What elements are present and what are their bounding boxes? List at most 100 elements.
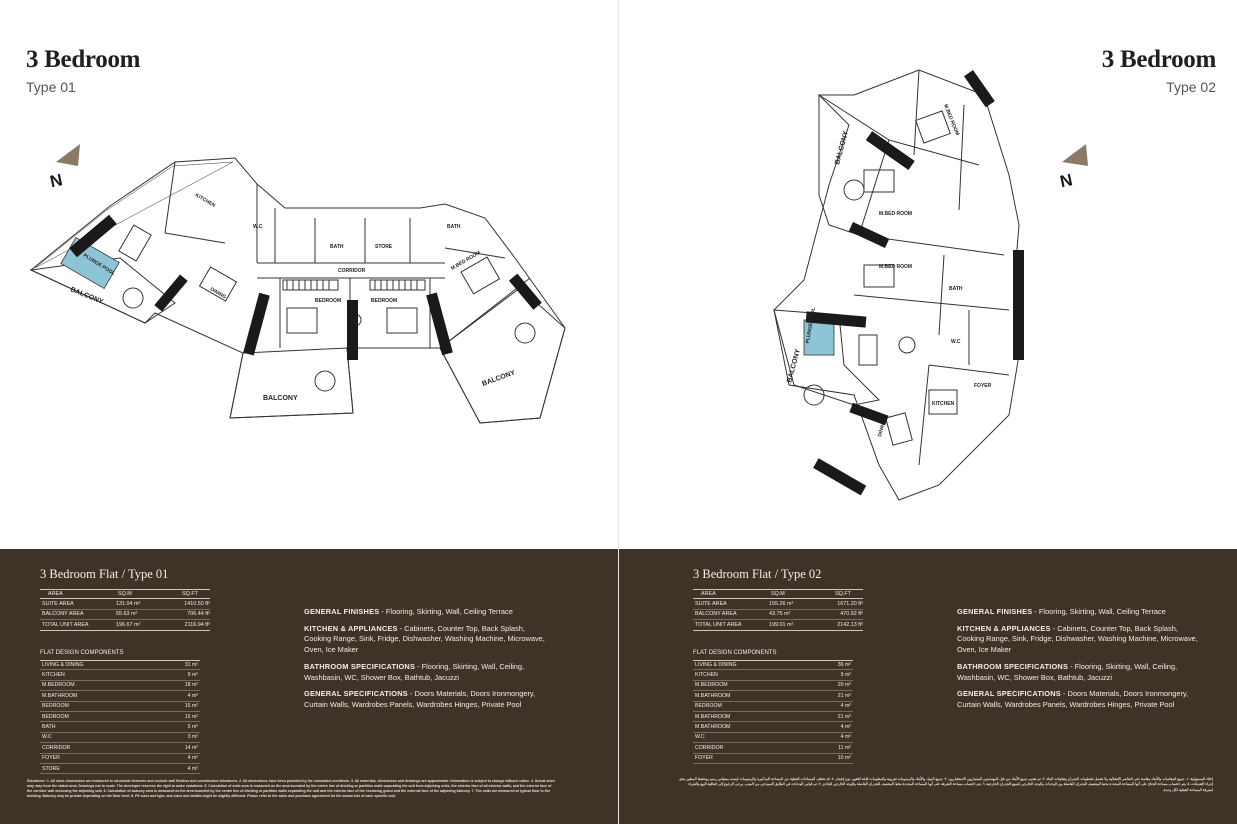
- spec-bathroom: BATHROOM SPECIFICATIONS - Flooring, Skir…: [957, 662, 1199, 683]
- component-value: 21 m²: [837, 692, 851, 699]
- spec-kitchen-appliances: KITCHEN & APPLIANCES - Cabinets, Counter…: [304, 624, 549, 656]
- spec-general-finishes: GENERAL FINISHES - Flooring, Skirting, W…: [304, 607, 549, 618]
- area-name: BALCONY AREA: [695, 611, 737, 618]
- floor-plan-type-01: KITCHEN PLUNGE POOL BALCONY DINING W.C B…: [29, 157, 566, 424]
- list-item: BEDROOM 15 m²: [40, 702, 200, 712]
- table-row: SUITE AREA 155.26 m² 1671.20 ft²: [693, 599, 863, 610]
- component-name: FOYER: [695, 755, 713, 762]
- label-store: STORE: [375, 244, 393, 250]
- label-balcony-top: BALCONY: [834, 130, 850, 166]
- label-kitchen: KITCHEN: [194, 193, 217, 210]
- compass-label: N: [1058, 170, 1074, 191]
- spec-label: BATHROOM SPECIFICATIONS: [304, 661, 416, 671]
- label-mbedroom-low: M.BED ROOM: [879, 264, 912, 270]
- spec-general-specifications: GENERAL SPECIFICATIONS - Doors Materials…: [304, 689, 549, 710]
- spec-text: - Doors Materials, Doors Ironmongery, Cu…: [957, 689, 1189, 710]
- component-value: 4 m²: [840, 734, 851, 741]
- area-table-header: AREA SQ.M SQ.FT: [40, 589, 210, 599]
- label-bath-center: BATH: [330, 244, 344, 250]
- component-value: 36 m²: [837, 662, 851, 669]
- label-dining: DINING: [877, 419, 887, 438]
- area-sqm: 131.04 m²: [116, 600, 141, 607]
- disclaimer-text: Disclaimer: 1. All sizes dimensions are …: [27, 779, 555, 799]
- spec-text: - Flooring, Skirting, Wall, Ceiling, Was…: [957, 661, 1178, 682]
- component-name: BEDROOM: [42, 703, 69, 710]
- component-value: 10 m²: [837, 755, 851, 762]
- components-title: FLAT DESIGN COMPONENTS: [40, 650, 124, 656]
- label-bedroom-a: BEDROOM: [315, 298, 341, 304]
- component-value: 11 m²: [838, 744, 851, 751]
- specs-panel-type-02: 3 Bedroom Flat / Type 02 AREA SQ.M SQ.FT…: [619, 549, 1237, 824]
- north-compass-icon: N: [1056, 140, 1096, 200]
- label-corridor: CORRIDOR: [338, 268, 366, 274]
- component-value: 21 m²: [837, 713, 851, 720]
- component-value: 4 m²: [187, 765, 198, 772]
- component-value: 15 m²: [184, 713, 198, 720]
- component-value: 4 m²: [840, 724, 851, 731]
- component-name: W.C: [42, 734, 52, 741]
- table-row: SUITE AREA 131.04 m² 1410.50 ft²: [40, 599, 210, 610]
- header-area: AREA: [48, 591, 63, 597]
- area-sqm: 199.01 m²: [769, 621, 794, 628]
- spec-general-specifications: GENERAL SPECIFICATIONS - Doors Materials…: [957, 689, 1199, 710]
- area-sqm: 155.26 m²: [769, 600, 794, 607]
- specifications: GENERAL FINISHES - Flooring, Skirting, W…: [957, 607, 1199, 717]
- table-row: TOTAL UNIT AREA 196.67 m² 2116.94 ft²: [40, 620, 210, 631]
- spec-bathroom: BATHROOM SPECIFICATIONS - Flooring, Skir…: [304, 662, 549, 683]
- component-name: M.BATHROOM: [42, 692, 78, 699]
- area-name: TOTAL UNIT AREA: [42, 621, 89, 628]
- page-subtitle: Type 02: [1166, 79, 1216, 95]
- label-balcony-right: BALCONY: [481, 369, 516, 388]
- specifications: GENERAL FINISHES - Flooring, Skirting, W…: [304, 607, 549, 717]
- spec-text: - Flooring, Skirting, Wall, Ceiling, Was…: [304, 661, 525, 682]
- compass-label: N: [48, 170, 64, 191]
- spec-general-finishes: GENERAL FINISHES - Flooring, Skirting, W…: [957, 607, 1199, 618]
- area-sqm: 65.63 m²: [116, 611, 138, 618]
- component-name: BEDROOM: [695, 703, 722, 710]
- component-value: 9 m²: [187, 672, 198, 679]
- page-title: 3 Bedroom: [1101, 46, 1217, 73]
- component-name: FOYER: [42, 755, 60, 762]
- area-table-header: AREA SQ.M SQ.FT: [693, 589, 863, 599]
- flat-title: 3 Bedroom Flat / Type 02: [693, 567, 822, 581]
- table-row: TOTAL UNIT AREA 199.01 m² 2142.13 ft²: [693, 620, 863, 631]
- area-sqft: 470.92 ft²: [840, 611, 863, 618]
- component-name: CORRIDOR: [695, 744, 724, 751]
- spec-label: GENERAL SPECIFICATIONS: [304, 689, 408, 699]
- area-sqft: 1671.20 ft²: [837, 600, 863, 607]
- list-item: CORRIDOR 11 m²: [693, 743, 853, 754]
- component-value: 15 m²: [184, 703, 198, 710]
- header-sqm: SQ.M: [771, 591, 785, 597]
- list-item: FOYER 10 m²: [693, 754, 853, 764]
- list-item: M.BATHROOM 21 m²: [693, 712, 853, 723]
- table-row: BALCONY AREA 65.63 m² 706.44 ft²: [40, 610, 210, 620]
- components-title: FLAT DESIGN COMPONENTS: [693, 650, 777, 656]
- component-name: M.BATHROOM: [695, 713, 731, 720]
- area-table: AREA SQ.M SQ.FT SUITE AREA 155.26 m² 167…: [693, 589, 863, 631]
- header-sqft: SQ.FT: [835, 591, 851, 597]
- spec-text: - Cabinets, Counter Top, Back Splash, Co…: [304, 623, 545, 655]
- spec-text: - Cabinets, Counter Top, Back Splash, Co…: [957, 623, 1198, 655]
- page-title: 3 Bedroom: [26, 46, 141, 73]
- label-wc: W.C: [253, 224, 263, 230]
- header-area: AREA: [701, 591, 716, 597]
- area-table: AREA SQ.M SQ.FT SUITE AREA 131.04 m² 141…: [40, 589, 210, 631]
- floor-plan-type-02: M.BED ROOM BALCONY M.BED ROOM M.BED ROOM…: [773, 69, 1024, 501]
- area-sqm: 196.67 m²: [116, 621, 141, 628]
- component-name: M.BEDROOM: [695, 682, 728, 689]
- header-sqft: SQ.FT: [182, 591, 198, 597]
- label-mbedroom: M.BED ROOM: [450, 250, 482, 272]
- left-page: 3 Bedroom Type 01 N: [0, 0, 618, 824]
